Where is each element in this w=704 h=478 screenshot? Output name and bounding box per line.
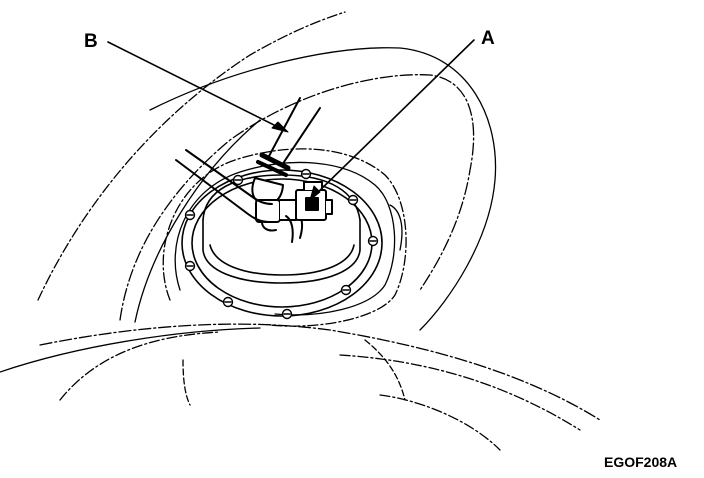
bolt-marks bbox=[186, 173, 377, 315]
leader-line-a bbox=[311, 39, 475, 199]
pump-fittings bbox=[251, 177, 297, 232]
body-panel-outline bbox=[0, 11, 601, 451]
leader-arrowheads bbox=[271, 121, 321, 201]
leader-lines bbox=[107, 39, 475, 199]
fuel-hose bbox=[256, 97, 321, 177]
electrical-connector bbox=[295, 181, 333, 221]
figure-code: EGOF208A bbox=[604, 454, 678, 470]
mounting-recess bbox=[162, 148, 407, 327]
callout-label-a: A bbox=[481, 28, 495, 49]
leader-line-b bbox=[107, 41, 285, 131]
callout-label-b: B bbox=[84, 31, 98, 52]
